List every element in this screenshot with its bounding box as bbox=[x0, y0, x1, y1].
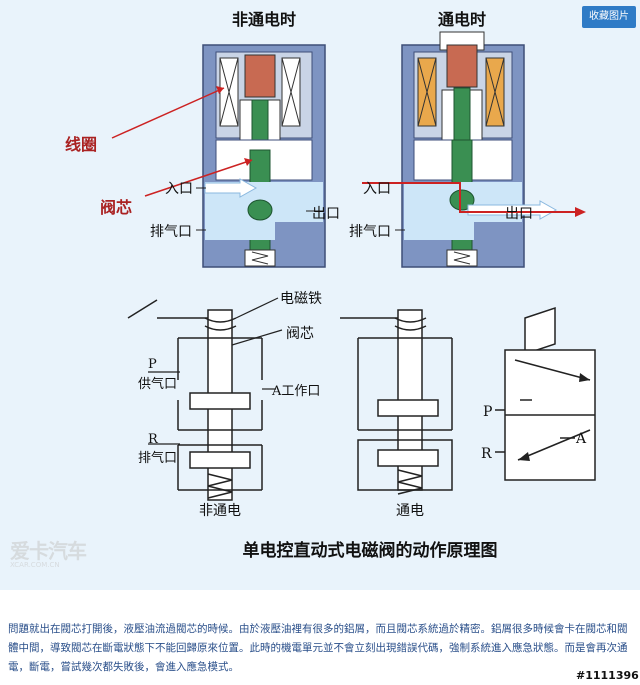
label-off-exhaust: 排气口 bbox=[150, 224, 192, 240]
label-exhaust-port: 排气口 bbox=[138, 450, 177, 466]
valve-off-exhaust-channel bbox=[205, 222, 275, 240]
core-pointer-head bbox=[244, 158, 252, 166]
label-symbol-a: A bbox=[575, 431, 587, 447]
schematic-off-lower-disc bbox=[189, 451, 251, 469]
label-a-port: A工作口 bbox=[271, 384, 320, 399]
schematic-on-lower-body bbox=[357, 439, 453, 491]
diagram-title: 单电控直动式电磁阀的动作原理图 bbox=[243, 540, 498, 561]
schematic-off-upper-disc bbox=[189, 392, 251, 410]
valve-off-seat bbox=[247, 199, 273, 221]
schematic-on-spring bbox=[397, 469, 423, 495]
watermark-main: 爱卡汽车 bbox=[10, 539, 87, 563]
valve-on-coil-left-hatch bbox=[417, 57, 437, 127]
watermark-sub: XCAR.COM.CN bbox=[10, 561, 60, 569]
label-r-port: R bbox=[148, 432, 159, 447]
label-off-inlet: 入口 bbox=[165, 181, 193, 197]
valve-off bbox=[202, 44, 326, 268]
image-id-label: #1111396 bbox=[576, 669, 639, 682]
schematic-off bbox=[127, 299, 263, 501]
solenoid-valve-diagram: 非通电时 通电时 线圈 阀芯 入口 排气口 出口 入口 排气口 出口 bbox=[0, 0, 640, 590]
electromagnet-pointer bbox=[235, 297, 279, 319]
schematic-on-lower-disc bbox=[377, 449, 439, 467]
flow-path-arrowhead bbox=[575, 207, 586, 217]
description-text: 問題就出在閥芯打開後，液壓油流過閥芯的時候。由於液壓油裡有很多的鋁屑，而且閥芯系… bbox=[8, 623, 628, 673]
label-on-state: 通电时 bbox=[438, 10, 486, 29]
core-bottom-pointer bbox=[231, 329, 283, 346]
schematic-off-switch-line bbox=[127, 299, 158, 319]
label-on-caption: 通电 bbox=[396, 503, 424, 519]
symbol-lower-flow bbox=[517, 429, 591, 461]
label-off-outlet: 出口 bbox=[312, 206, 340, 222]
valve-symbol bbox=[495, 306, 596, 481]
coil-pointer-line bbox=[111, 87, 225, 139]
valve-on-outlet-arrow bbox=[467, 200, 558, 220]
label-on-outlet: 出口 bbox=[505, 206, 533, 222]
coil-pointer-head bbox=[216, 86, 224, 94]
xcar-watermark: 爱卡汽车 XCAR.COM.CN bbox=[10, 535, 100, 571]
schematic-off-body-outline bbox=[177, 337, 263, 431]
label-bottom-core: 阀芯 bbox=[286, 326, 314, 342]
flow-path-line bbox=[362, 182, 575, 213]
label-on-exhaust: 排气口 bbox=[349, 224, 391, 240]
schematic-on bbox=[340, 309, 453, 495]
label-off-state: 非通电时 bbox=[232, 10, 296, 29]
symbol-upper-flow bbox=[514, 359, 591, 381]
schematic-on-upper-disc bbox=[377, 399, 439, 417]
symbol-actuator bbox=[524, 306, 556, 356]
valve-on-exhaust-channel bbox=[404, 222, 474, 240]
symbol-lower-arrowhead bbox=[518, 452, 530, 461]
valve-on-coil-right-hatch bbox=[485, 57, 505, 127]
valve-off-electromagnet bbox=[244, 54, 276, 98]
label-supply-port: 供气口 bbox=[138, 376, 177, 392]
valve-on bbox=[401, 31, 558, 268]
valve-off-coil-left-hatch bbox=[219, 57, 239, 127]
schematic-off-spring bbox=[207, 473, 233, 499]
schematic-on-coil-wrap bbox=[394, 317, 427, 331]
valve-on-electromagnet bbox=[446, 44, 478, 88]
valve-on-core-top bbox=[453, 87, 471, 144]
core-pointer-line bbox=[144, 159, 253, 197]
label-symbol-p: P bbox=[483, 404, 492, 420]
valve-off-coil-right-hatch bbox=[281, 57, 301, 127]
valve-off-spring bbox=[251, 251, 269, 265]
label-core: 阀芯 bbox=[100, 198, 132, 217]
symbol-upper-arrowhead bbox=[579, 373, 590, 382]
valve-off-inlet-arrow bbox=[204, 178, 258, 198]
label-off-caption: 非通电 bbox=[199, 503, 241, 519]
valve-on-spring bbox=[453, 251, 471, 265]
schematic-on-body-outline bbox=[357, 337, 453, 431]
schematic-off-lower-body bbox=[177, 444, 263, 491]
schematic-off-coil-wrap bbox=[204, 317, 237, 331]
label-electromagnet: 电磁铁 bbox=[280, 291, 322, 307]
label-symbol-r: R bbox=[481, 446, 492, 462]
save-image-button[interactable]: 收藏图片 bbox=[582, 6, 636, 28]
label-p-port: P bbox=[148, 357, 157, 372]
label-on-inlet: 入口 bbox=[363, 181, 391, 197]
label-coil: 线圈 bbox=[65, 135, 97, 154]
